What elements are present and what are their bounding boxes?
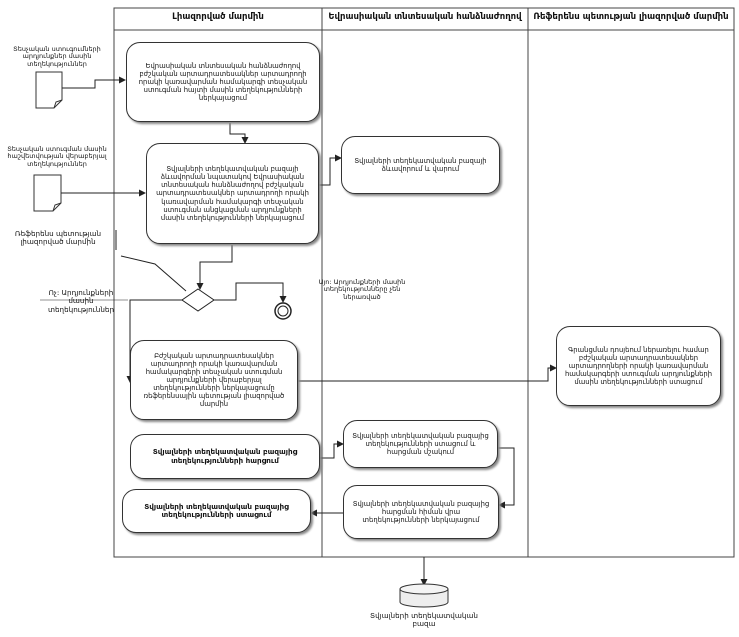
- step-submit-results-info: Տվյալների տեղեկատվական բազայի ձևավորման …: [146, 143, 319, 244]
- step-provide-info: Տվյալների տեղեկատվական բազայից հարցման հ…: [343, 485, 499, 539]
- lane-title-reference-state: Ռեֆերենս պետության լիազորված մարմին: [533, 12, 729, 22]
- step-request-info: Տվյալների տեղեկատվական բազայից տեղեկությ…: [130, 434, 320, 479]
- ref-body-label: Ռեֆերենս պետության լիազորված մարմին: [14, 229, 102, 247]
- condition-yes-label: Այո: Արդյունքների մասին տեղեկությունները…: [318, 278, 406, 301]
- step-send-to-reference-state: Բժշկական արտադրատեսակներ արտադրողի որակի…: [130, 340, 298, 420]
- step-receive-inspection-results: Գրանցման դոսյեում ներառելու համար բժշկակ…: [556, 326, 721, 406]
- end-event: [274, 302, 292, 320]
- doc-label-1: Տեսչական ստուգումների արդյունքներ մասին …: [13, 45, 101, 68]
- step-process-request: Տվյալների տեղեկատվական բազայից տեղեկությ…: [343, 420, 498, 468]
- step-submit-request-info: Եվրասիական տնտեսական հանձնաժողով բժշկակա…: [126, 42, 320, 122]
- doc-icon-2: [33, 174, 62, 212]
- database-icon: [399, 583, 449, 608]
- lane-title-commission: Եվրասիական տնտեսական հանձնաժողով: [328, 12, 522, 22]
- decision-diamond: [181, 288, 215, 312]
- step-form-database: Տվյալների տեղեկատվական բազայի ձևավորում …: [341, 136, 500, 194]
- database-label: Տվյալների տեղեկատվական բազա: [370, 611, 478, 629]
- doc-label-2: Տեսչական ստուգման մասին հաշվետվության վե…: [7, 145, 107, 168]
- condition-no-label: Ոչ: Արդյունքների մասին տեղեկություններ: [47, 288, 115, 314]
- doc-icon-1: [35, 71, 63, 109]
- lane-title-authorized-body: Լիազորված մարմին: [172, 12, 264, 22]
- step-receive-info: Տվյալների տեղեկատվական բազայից տեղեկությ…: [122, 489, 311, 533]
